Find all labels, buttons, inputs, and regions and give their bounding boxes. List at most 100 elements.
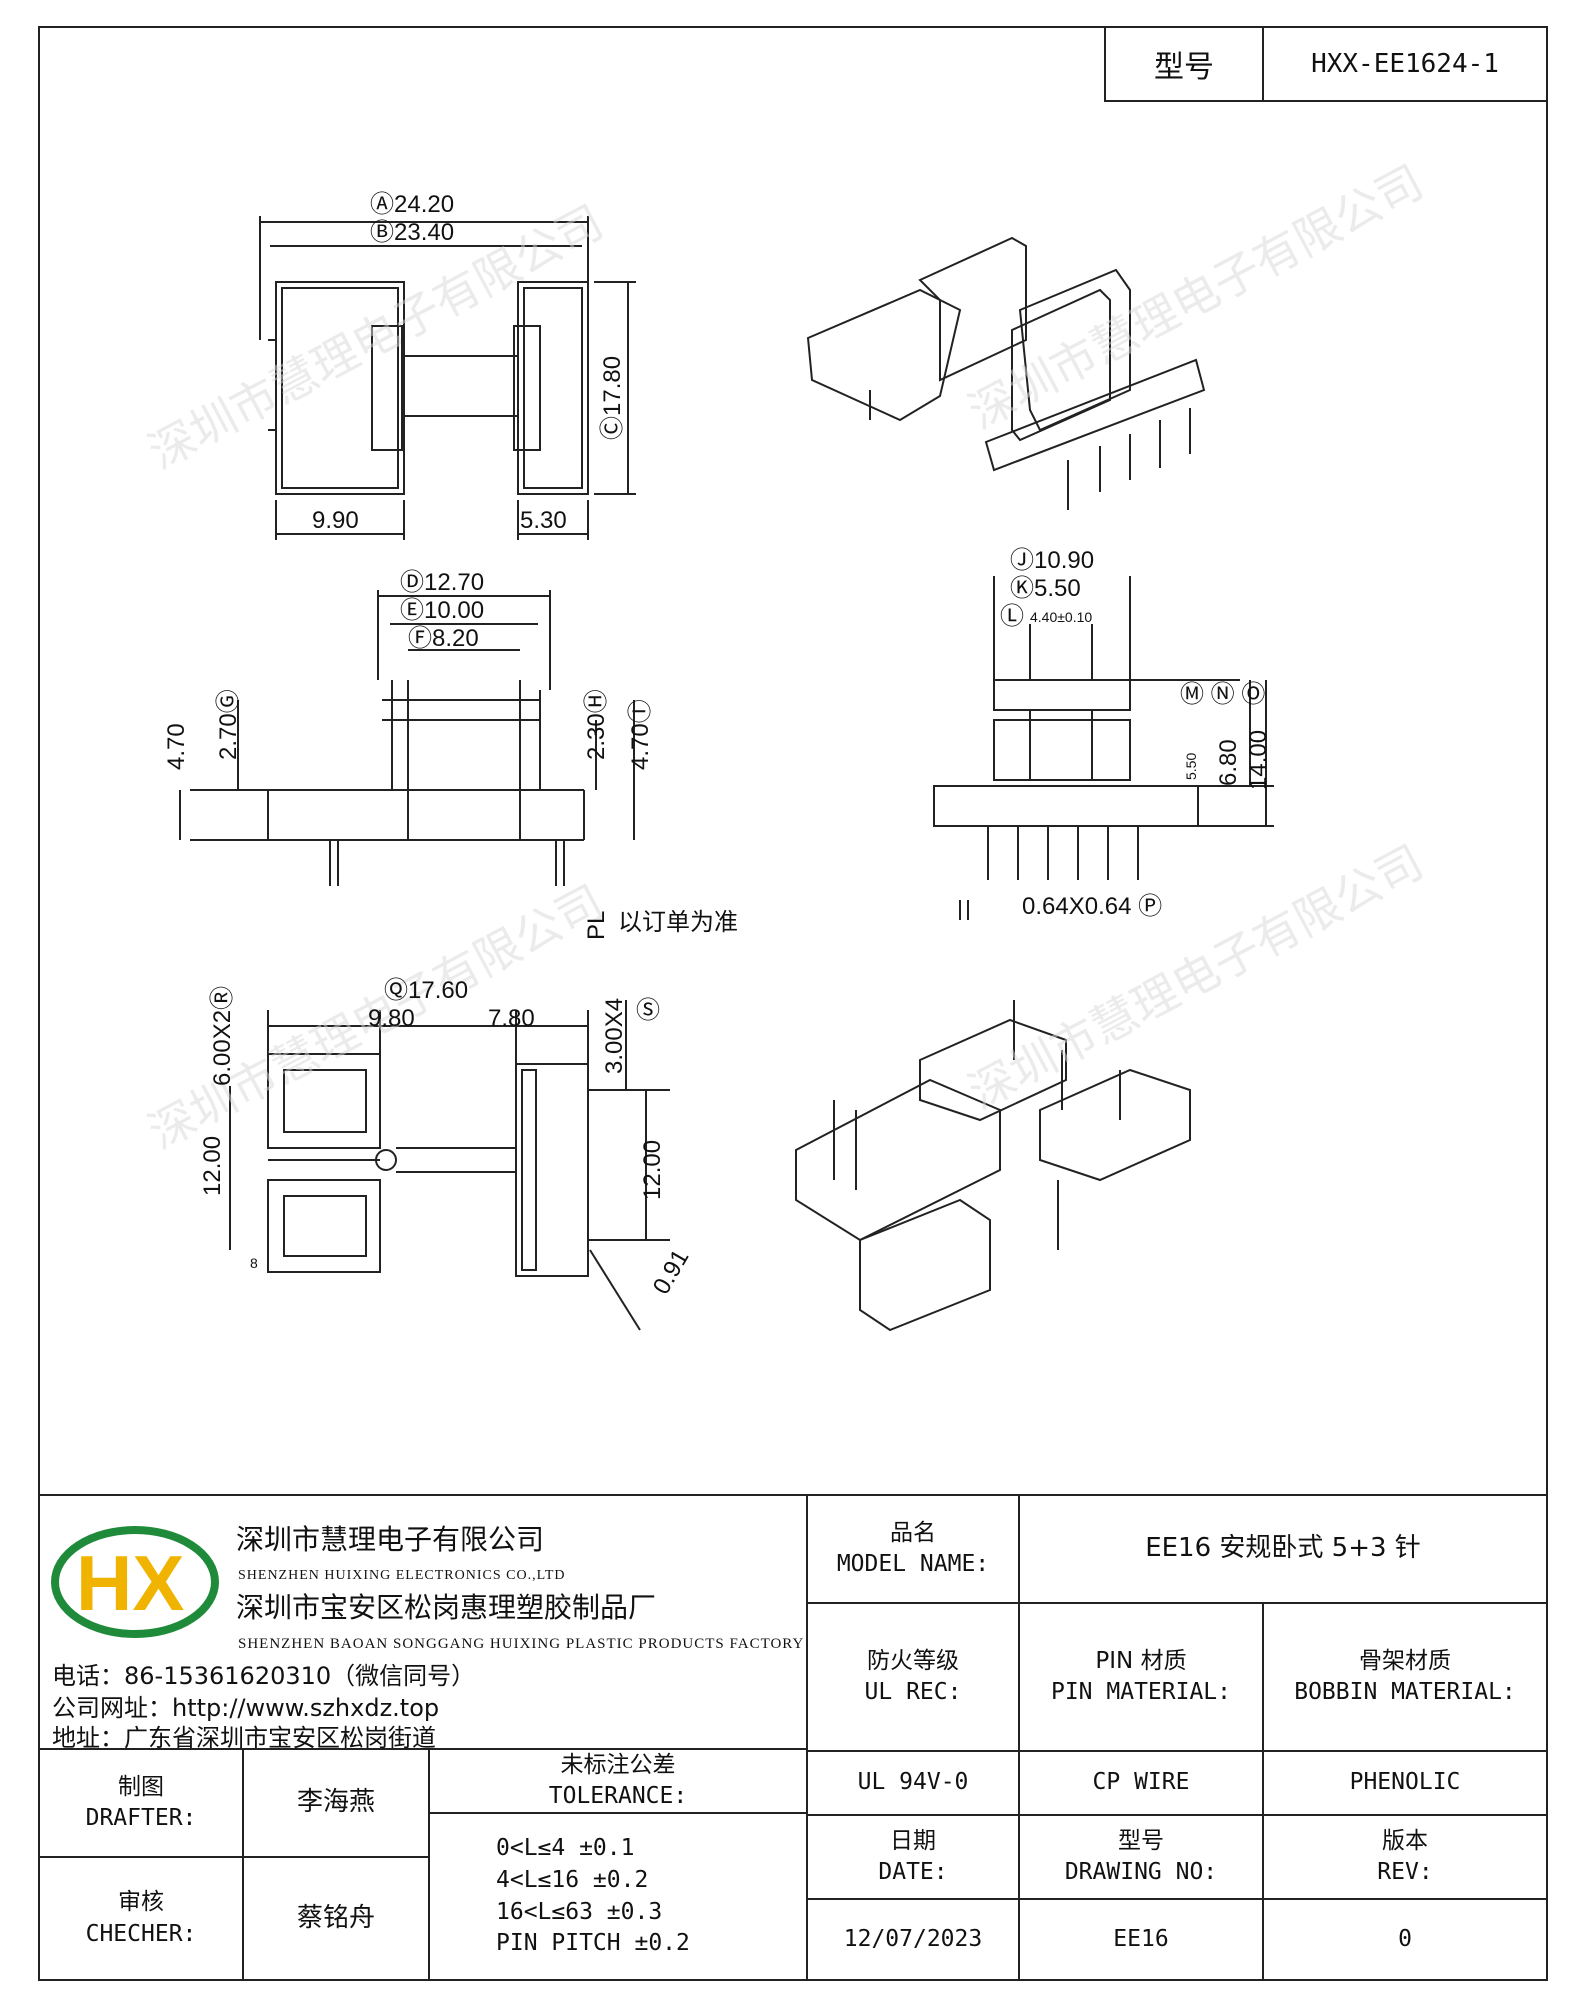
bobbin-material-label: 骨架材质 BOBBIN MATERIAL:	[1262, 1602, 1548, 1752]
tolerance-label: 未标注公差 TOLERANCE:	[428, 1748, 808, 1814]
dim-e: Ⓔ10.00	[400, 597, 484, 624]
drawing-no-value: EE16	[1018, 1898, 1264, 1981]
model-name-value: EE16 安规卧式 5+3 针	[1018, 1494, 1548, 1604]
tolerance-values: 0<L≤4 ±0.1 4<L≤16 ±0.2 16<L≤63 ±0.3 PIN …	[428, 1812, 808, 1981]
drawing-no-label-cn: 型号	[1118, 1827, 1164, 1854]
tolerance-line-1: 0<L≤4 ±0.1	[496, 1835, 635, 1862]
dim-a: Ⓐ24.20	[370, 191, 454, 218]
dim-s: 3.00X4	[601, 998, 628, 1074]
dim-f: Ⓕ8.20	[408, 625, 479, 652]
date-value: 12/07/2023	[806, 1898, 1020, 1981]
front-view	[179, 590, 635, 886]
top-view	[259, 216, 636, 540]
drafter-value: 李海燕	[242, 1748, 430, 1858]
tolerance-label-en: TOLERANCE:	[548, 1783, 688, 1809]
title-block: HX 深圳市慧理电子有限公司 SHENZHEN HUIXING ELECTRON…	[38, 1494, 1548, 1981]
dim-q: Ⓠ17.60	[384, 977, 468, 1004]
drafter-label-cn: 制图	[118, 1773, 164, 1800]
watermark-2: 深圳市慧理电子有限公司	[960, 154, 1432, 439]
dim-left-width: 9.90	[312, 507, 359, 534]
model-name-label-en: MODEL NAME:	[836, 1551, 990, 1577]
factory-name-cn: 深圳市宝安区松岗惠理塑胶制品厂	[236, 1591, 657, 1624]
isometric-view-bottom	[795, 1000, 1191, 1332]
dim-k: Ⓚ5.50	[1010, 575, 1081, 602]
dim-i: 4.70Ⓘ	[627, 699, 654, 770]
ul-value: UL 94V-0	[806, 1750, 1020, 1816]
tolerance-label-cn: 未标注公差	[560, 1751, 676, 1778]
dim-1400: 14.00	[1245, 730, 1272, 790]
pl-label: PL	[583, 911, 610, 940]
ul-label-en: UL REC:	[864, 1679, 962, 1705]
ul-label: 防火等级 UL REC:	[806, 1602, 1020, 1752]
dim-h2: 2.30Ⓗ	[583, 689, 610, 760]
dim-550: 5.50	[1183, 753, 1199, 780]
drafter-label-en: DRAFTER:	[85, 1805, 197, 1831]
logo-text: HX	[76, 1539, 184, 1627]
ul-label-cn: 防火等级	[867, 1647, 959, 1674]
drawing-no-label-en: DRAWING NO:	[1064, 1859, 1218, 1885]
dim-g: 2.70Ⓖ	[215, 689, 242, 760]
checker-label: 审核 CHECHER:	[38, 1856, 244, 1981]
bottom-view	[229, 1000, 670, 1331]
dim-091: 0.91	[648, 1245, 695, 1299]
dim-d: Ⓓ12.70	[400, 569, 484, 596]
dim-pin: 0.64X0.64 Ⓟ	[1022, 893, 1162, 920]
rev-value: 0	[1262, 1898, 1548, 1981]
bobbin-value: PHENOLIC	[1262, 1750, 1548, 1816]
model-name-label-cn: 品名	[890, 1519, 936, 1546]
date-label-en: DATE:	[878, 1859, 948, 1885]
side-view	[933, 576, 1274, 920]
checker-label-cn: 审核	[118, 1889, 164, 1916]
dim-l-value: 4.40±0.10	[1030, 609, 1092, 625]
tolerance-line-4: PIN PITCH ±0.2	[496, 1930, 690, 1957]
dim-j: Ⓙ10.90	[1010, 547, 1094, 574]
pin-label-cn: PIN 材质	[1095, 1647, 1187, 1674]
dim-1200-left: 12.00	[199, 1136, 226, 1196]
pin-label-en: PIN MATERIAL:	[1050, 1679, 1231, 1705]
isometric-view-top	[806, 236, 1206, 510]
dim-r: 6.00X2Ⓡ	[209, 986, 236, 1086]
website: 公司网址：http://www.szhxdz.top	[52, 1694, 440, 1722]
dim-l: Ⓛ	[1000, 603, 1024, 630]
company-name-cn: 深圳市慧理电子有限公司	[236, 1523, 545, 1556]
model-label: 型号	[1106, 28, 1264, 100]
pin-material-label: PIN 材质 PIN MATERIAL:	[1018, 1602, 1264, 1752]
address: 地址：广东省深圳市宝安区松岗街道	[52, 1724, 436, 1752]
dim-1200-right: 12.00	[639, 1140, 666, 1200]
model-name-label: 品名 MODEL NAME:	[806, 1494, 1020, 1604]
rev-label: 版本 REV:	[1262, 1814, 1548, 1900]
pl-note: 以订单为准	[618, 909, 738, 936]
date-label-cn: 日期	[890, 1827, 936, 1854]
checker-value: 蔡铭舟	[242, 1856, 430, 1981]
dim-780: 7.80	[488, 1005, 535, 1032]
checker-label-en: CHECHER:	[85, 1920, 197, 1947]
tolerance-line-2: 4<L≤16 ±0.2	[496, 1866, 649, 1893]
rev-label-en: REV:	[1377, 1859, 1433, 1885]
technical-drawing: 深圳市慧理电子有限公司 深圳市慧理电子有限公司 深圳市慧理电子有限公司 深圳市慧…	[140, 154, 1432, 1332]
model-header: 型号 HXX-EE1624-1	[1104, 26, 1548, 102]
dim-h1: 4.70	[163, 723, 190, 770]
date-label: 日期 DATE:	[806, 1814, 1020, 1900]
company-logo: HX	[51, 1526, 219, 1638]
drafter-label: 制图 DRAFTER:	[38, 1748, 244, 1858]
company-name-en: SHENZHEN HUIXING ELECTRONICS CO.,LTD	[238, 1568, 566, 1583]
factory-name-en: SHENZHEN BAOAN SONGGANG HUIXING PLASTIC …	[238, 1636, 805, 1652]
company-block: HX 深圳市慧理电子有限公司 SHENZHEN HUIXING ELECTRON…	[38, 1494, 808, 1752]
tolerance-line-3: 16<L≤63 ±0.3	[496, 1898, 663, 1925]
dim-c: Ⓒ17.80	[599, 356, 626, 440]
mark-8: 8	[250, 1255, 258, 1271]
dim-b: Ⓑ23.40	[370, 219, 454, 246]
dim-680: 6.80	[1215, 739, 1242, 786]
bobbin-label-en: BOBBIN MATERIAL:	[1294, 1679, 1516, 1705]
model-value: HXX-EE1624-1	[1311, 49, 1499, 79]
phone: 电话：86-15361620310（微信同号）	[52, 1662, 476, 1690]
dim-mno: Ⓜ Ⓝ Ⓞ	[1180, 681, 1265, 708]
watermark-4: 深圳市慧理电子有限公司	[960, 834, 1432, 1119]
bobbin-label-cn: 骨架材质	[1359, 1647, 1451, 1674]
drawing-no-label: 型号 DRAWING NO:	[1018, 1814, 1264, 1900]
dim-980: 9.80	[368, 1005, 415, 1032]
pin-value: CP WIRE	[1018, 1750, 1264, 1816]
dim-s-mark: Ⓢ	[636, 997, 660, 1024]
dim-right-width: 5.30	[520, 507, 567, 534]
rev-label-cn: 版本	[1382, 1827, 1428, 1854]
